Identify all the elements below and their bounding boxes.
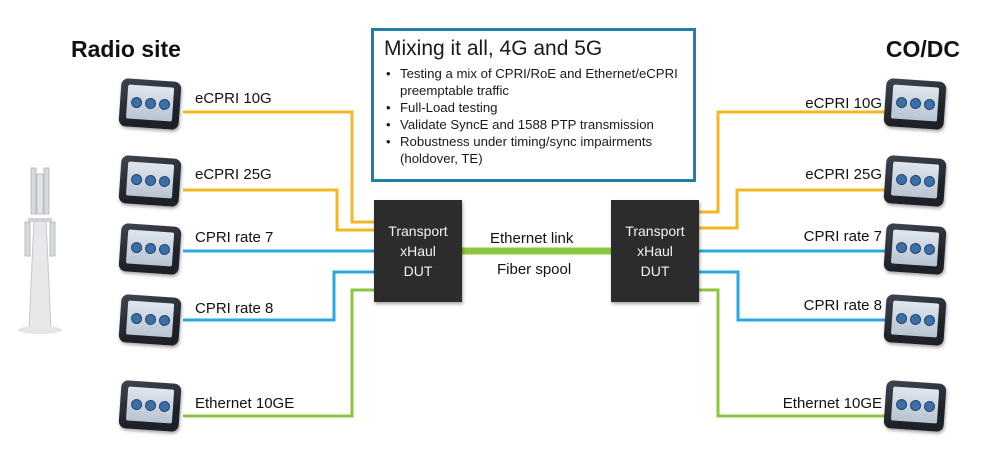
info-box-bullets: Testing a mix of CPRI/RoE and Ethernet/e… xyxy=(384,65,683,167)
wire-right-cpri-8 xyxy=(699,270,887,322)
port-label-left-cpri-8: CPRI rate 8 xyxy=(195,300,274,317)
bullet-item: Validate SyncE and 1588 PTP transmission xyxy=(386,116,683,133)
dut-label-line: Transport xyxy=(625,223,685,239)
wire-left-ecpri-25g xyxy=(183,188,374,232)
handheld-tester-icon xyxy=(118,222,182,276)
handheld-tester-icon xyxy=(118,154,182,208)
handheld-tester-icon xyxy=(883,77,947,131)
info-box-title: Mixing it all, 4G and 5G xyxy=(384,37,603,60)
wire-left-cpri-8 xyxy=(183,270,374,322)
dut-label-line: DUT xyxy=(640,263,670,279)
bullet-item: Testing a mix of CPRI/RoE and Ethernet/e… xyxy=(386,65,683,99)
dut-box-left: Transport xHaul DUT xyxy=(374,200,462,302)
port-label-right-ecpri-25g: eCPRI 25G xyxy=(805,166,882,183)
dut-box-right: Transport xHaul DUT xyxy=(611,200,699,302)
port-label-right-cpri-8: CPRI rate 8 xyxy=(803,297,882,314)
handheld-tester-icon xyxy=(118,77,182,131)
ethernet-link-label: Ethernet link xyxy=(490,230,574,247)
port-label-right-cpri-7: CPRI rate 7 xyxy=(803,228,882,245)
wire-right-ecpri-25g xyxy=(699,188,887,230)
bullet-item: Full-Load testing xyxy=(386,99,683,116)
wire-right-ecpri-10g xyxy=(699,110,887,214)
bullet-item: Robustness under timing/sync impairments… xyxy=(386,133,683,167)
handheld-tester-icon xyxy=(883,379,947,433)
antenna-tower-icon xyxy=(18,167,62,334)
port-label-left-cpri-7: CPRI rate 7 xyxy=(195,229,274,246)
port-label-left-ethernet-10ge: Ethernet 10GE xyxy=(195,395,295,412)
port-label-right-ethernet-10ge: Ethernet 10GE xyxy=(782,395,882,412)
dut-label-line: xHaul xyxy=(637,243,673,259)
port-label-left-ecpri-10g: eCPRI 10G xyxy=(195,90,272,107)
handheld-tester-icon xyxy=(883,293,947,347)
dut-label-line: Transport xyxy=(388,223,448,239)
port-label-left-ecpri-25g: eCPRI 25G xyxy=(195,166,272,183)
wire-left-ethernet-10ge xyxy=(183,288,374,418)
info-box: Mixing it all, 4G and 5G Testing a mix o… xyxy=(371,28,696,182)
co-dc-title: CO/DC xyxy=(885,36,960,62)
radio-site-title: Radio site xyxy=(71,36,181,62)
dut-label-line: xHaul xyxy=(400,243,436,259)
dut-label-line: DUT xyxy=(403,263,433,279)
handheld-tester-icon xyxy=(118,293,182,347)
port-label-right-ecpri-10g: eCPRI 10G xyxy=(805,95,882,112)
wire-left-ecpri-10g xyxy=(183,110,374,224)
handheld-tester-icon xyxy=(118,379,182,433)
handheld-tester-icon xyxy=(883,154,947,208)
wire-right-ethernet-10ge xyxy=(699,288,887,418)
fiber-spool-label: Fiber spool xyxy=(497,261,572,278)
handheld-tester-icon xyxy=(883,222,947,276)
